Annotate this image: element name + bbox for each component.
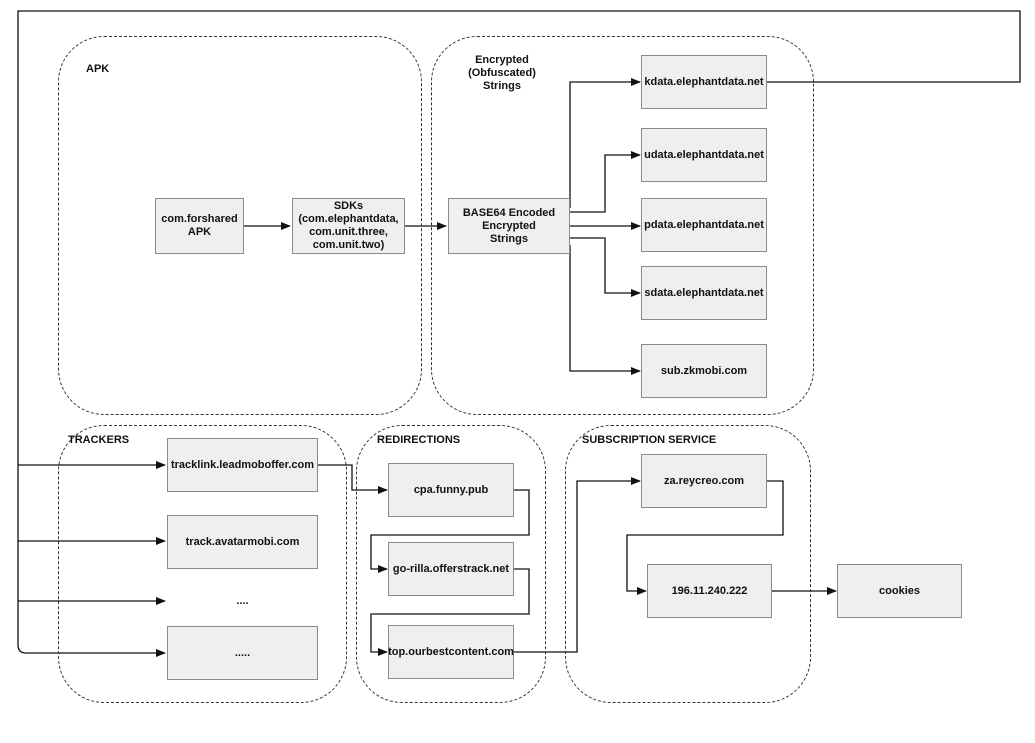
edge-base64-sdata bbox=[570, 237, 641, 297]
node-cookies: cookies bbox=[837, 564, 962, 618]
node-cpa-funny-pub: cpa.funny.pub bbox=[388, 463, 514, 517]
node-top-ourbestcontent: top.ourbestcontent.com bbox=[388, 625, 514, 679]
group-redirections-label: REDIRECTIONS bbox=[377, 434, 461, 446]
node-za-reycreo: za.reycreo.com bbox=[641, 454, 767, 508]
group-apk-label: APK bbox=[86, 63, 110, 75]
node-kdata: kdata.elephantdata.net bbox=[641, 55, 767, 109]
node-forshared-line-1: com.forshared bbox=[161, 213, 238, 225]
node-ellipsis-box: ..... bbox=[167, 626, 318, 680]
node-track-avatarmobi: track.avatarmobi.com bbox=[167, 515, 318, 569]
node-pdata: pdata.elephantdata.net bbox=[641, 198, 767, 252]
edge-reycreo-ip bbox=[626, 480, 784, 595]
edge-funnypub-gorilla bbox=[370, 489, 530, 573]
node-sdks-line-3: com.unit.three, bbox=[309, 226, 388, 238]
group-subscription bbox=[565, 425, 811, 703]
group-encrypted-label-line-3: Strings bbox=[483, 80, 521, 92]
node-ellipsis-plain: .... bbox=[236, 595, 249, 607]
node-forshared-line-2: APK bbox=[187, 226, 212, 238]
node-sdks: SDKs (com.elephantdata, com.unit.three, … bbox=[292, 198, 405, 254]
edge-base64-kdata bbox=[569, 78, 641, 208]
node-sdks-line-1: SDKs bbox=[333, 200, 364, 212]
edge-kdata-loop bbox=[17, 10, 1021, 657]
edge-gorilla-ourbest bbox=[370, 568, 530, 656]
group-encrypted-label-line-1: Encrypted bbox=[475, 54, 529, 66]
node-ip-196-11-240-222: 196.11.240.222 bbox=[647, 564, 772, 618]
node-sdks-line-4: com.unit.two) bbox=[312, 239, 385, 251]
node-udata: udata.elephantdata.net bbox=[641, 128, 767, 182]
group-encrypted-label-line-2: (Obfuscated) bbox=[468, 67, 536, 79]
node-go-rilla-offerstrack: go-rilla.offerstrack.net bbox=[388, 542, 514, 596]
group-trackers bbox=[58, 425, 347, 703]
group-trackers-label: TRACKERS bbox=[68, 434, 130, 446]
node-tracklink-leadmoboffer: tracklink.leadmoboffer.com bbox=[167, 438, 318, 492]
group-encrypted-strings bbox=[431, 36, 814, 415]
group-subscription-label: SUBSCRIPTION SERVICE bbox=[582, 434, 717, 446]
group-encrypted-label: Encrypted (Obfuscated) Strings bbox=[462, 54, 542, 93]
group-apk bbox=[58, 36, 422, 415]
node-com-forshared-apk: com.forshared APK bbox=[155, 198, 244, 254]
node-base64-line-3: Strings bbox=[490, 232, 528, 245]
node-base64-encoded: BASE64 Encoded Encrypted Strings bbox=[448, 198, 570, 254]
node-base64-line-2: Encrypted bbox=[482, 219, 536, 232]
edge-base64-udata bbox=[570, 151, 641, 213]
group-redirections bbox=[356, 425, 546, 703]
edge-base64-zkmobi bbox=[569, 245, 641, 375]
node-sub-zkmobi: sub.zkmobi.com bbox=[641, 344, 767, 398]
node-base64-line-1: BASE64 Encoded bbox=[462, 206, 556, 219]
node-sdata: sdata.elephantdata.net bbox=[641, 266, 767, 320]
node-sdks-line-2: (com.elephantdata, bbox=[298, 213, 399, 225]
